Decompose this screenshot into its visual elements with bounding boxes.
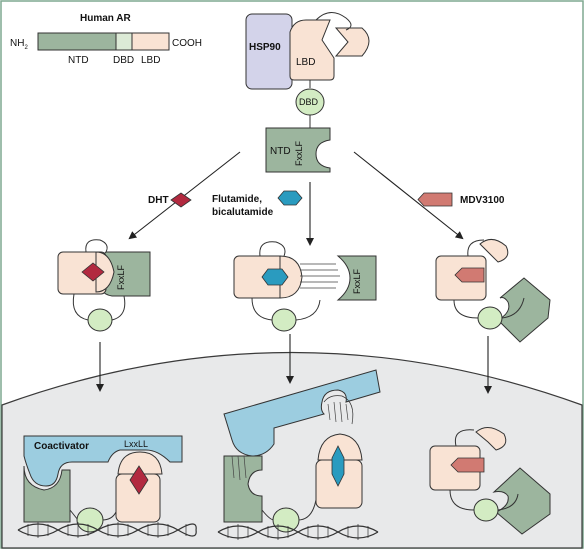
arrow-to-mdv-branch	[353, 151, 464, 240]
ligand-pocket-cap-shape	[334, 27, 370, 57]
cap-shape-dht	[95, 251, 115, 293]
ntd-shape-mdv	[497, 277, 551, 343]
mdv-label: MDV3100	[460, 195, 505, 206]
dbd-ball-nuclear-dht	[76, 507, 104, 533]
coactivator-shape	[23, 435, 183, 487]
mdv-arrow-icon	[417, 192, 453, 207]
linker-anti-2	[295, 299, 321, 321]
linker-mdv-1	[453, 299, 479, 319]
antiandrogen-ligand-nuclear	[331, 445, 345, 487]
dbd-ball-anti	[271, 308, 297, 332]
inactive-ar-complex: HSP90 LBD DBD NTD FxxLF	[245, 12, 370, 173]
mdv-ligand-bound	[454, 267, 485, 283]
dht-ligand-nuclear	[129, 465, 149, 495]
fxxlf-label-dht: FxxLF	[116, 264, 126, 290]
ar-title: Human AR	[80, 13, 132, 24]
linker-nuclear-dht-2	[101, 511, 117, 521]
hsp90-label: HSP90	[249, 42, 281, 53]
linker-mdv-2	[501, 297, 525, 319]
ntd-domain-label: NTD	[68, 55, 89, 66]
fxxlf-label-anti: FxxLF	[352, 268, 362, 294]
linker-loop-nuclear-mdv	[454, 429, 475, 447]
ntd-label: NTD	[270, 146, 291, 157]
dna-helix-left	[17, 522, 197, 538]
linker-anti-1	[251, 297, 273, 321]
antiandrogen-bound-ar: FxxLF	[233, 241, 377, 332]
lbd-shape	[289, 19, 335, 81]
dbd-ball-nuclear-mdv	[473, 498, 499, 522]
linker-dht-2	[111, 295, 126, 321]
ntd-domain-block	[37, 32, 117, 51]
linker-loop-top	[315, 12, 352, 31]
linker-nuclear-mdv-2	[497, 493, 519, 511]
linker-nuclear-mdv-1	[449, 489, 475, 511]
ntd-shape	[265, 127, 331, 173]
dbd-label: DBD	[299, 97, 319, 107]
disruption-lines-ntd	[231, 455, 247, 481]
linker-loop-dht	[85, 239, 108, 253]
lbd-domain-block	[131, 32, 170, 51]
dht-diamond-icon	[170, 192, 192, 208]
dbd-ball-nuclear-anti	[272, 507, 300, 533]
dht-bound-ar: FxxLF	[57, 239, 151, 332]
linker-loop-mdv	[467, 239, 485, 257]
nuclear-antiandrogen-ar	[217, 369, 381, 540]
ntd-shape-nuclear-mdv	[492, 467, 551, 535]
antiandrogen-hexagon-icon	[277, 190, 303, 206]
dbd-domain-block	[115, 32, 133, 51]
dht-ligand-bound	[81, 262, 105, 282]
distorted-lines-anti	[300, 263, 340, 289]
loop-shape-anti-nuclear	[323, 395, 354, 425]
coactivator-label: Coactivator	[34, 441, 89, 452]
ntd-shape-nuclear-dht	[23, 465, 71, 523]
dbd-ball-mdv	[477, 306, 503, 330]
dht-label: DHT	[148, 195, 169, 206]
lbd-label: LBD	[296, 57, 315, 68]
antiandrogen-label-line1: Flutamide,	[212, 194, 262, 205]
nuclear-mdv-ar	[429, 427, 551, 535]
ntd-shape-anti	[336, 255, 377, 301]
linker-loop-anti	[259, 241, 286, 257]
mdv-bound-ar	[435, 239, 551, 343]
cap-shape-nuclear-dht	[117, 451, 163, 475]
fxxlf-motif-label: FxxLF	[294, 140, 304, 166]
arrow-to-dht-branch	[128, 151, 241, 240]
antiandrogen-ligand-bound	[261, 268, 289, 286]
n-terminus-label: NH2	[10, 38, 28, 51]
nuclear-active-ar: Coactivator LxxLL	[17, 435, 197, 538]
linker-nuclear-anti-2	[297, 499, 317, 521]
cap-shape-nuclear-mdv	[475, 427, 507, 451]
antiandrogen-label-line2: bicalutamide	[212, 207, 274, 218]
linker-dht-1	[72, 293, 89, 321]
disruption-lines-coactivator	[327, 401, 349, 423]
c-terminus-label: COOH	[172, 38, 202, 49]
lxxll-motif-label: LxxLL	[124, 439, 148, 449]
cap-shape-anti	[279, 255, 303, 299]
lbd-domain-label: LBD	[141, 55, 160, 66]
mdv-ligand-nuclear	[450, 457, 485, 473]
cap-shape-mdv	[479, 239, 509, 263]
dna-helix-center	[217, 524, 379, 540]
dbd-domain-label: DBD	[113, 55, 134, 66]
cap-shape-nuclear-anti	[317, 433, 363, 461]
dbd-ball-dht	[87, 308, 113, 332]
